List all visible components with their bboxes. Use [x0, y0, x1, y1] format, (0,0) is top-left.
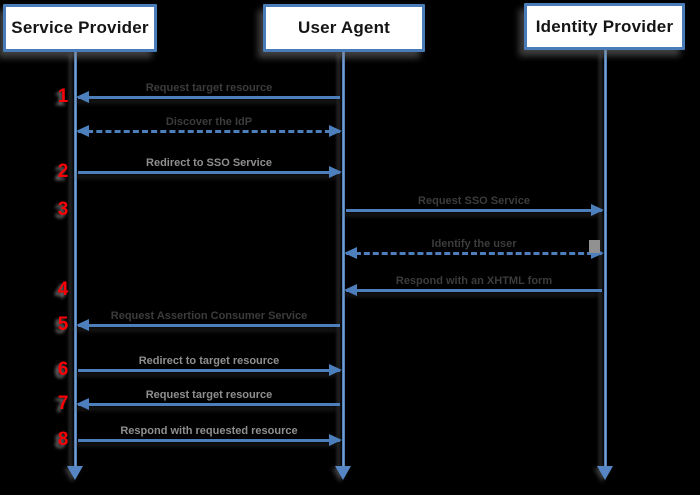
- lifeline-arrowhead-icon: [67, 466, 83, 480]
- arrowhead-left-icon: [76, 91, 89, 103]
- message-line: [346, 209, 602, 212]
- message-identify-the-user: Identify the user: [344, 238, 604, 259]
- message-label: Redirect to target resource: [138, 355, 280, 367]
- arrowhead-right-icon: [591, 204, 604, 216]
- message-line: [78, 324, 340, 327]
- message-label: Identify the user: [431, 238, 517, 250]
- step-number-8: 8: [57, 429, 69, 450]
- lifeline-arrowhead-icon: [335, 466, 351, 480]
- message-label: Discover the IdP: [165, 116, 253, 128]
- arrowhead-left-icon: [76, 125, 89, 137]
- message-line: [78, 130, 340, 133]
- lifeline-service-provider: [73, 50, 77, 466]
- message-request-sso-service: Request SSO Service: [346, 195, 604, 216]
- message-redirect-to-target-resource: Redirect to target resource: [78, 355, 342, 376]
- message-label: Redirect to SSO Service: [146, 157, 272, 169]
- lifeline-user-agent: [341, 50, 345, 466]
- step-number-1: 1: [57, 86, 69, 107]
- actor-label: Service Provider: [11, 18, 149, 37]
- actor-box-user-agent: User Agent: [263, 4, 425, 52]
- message-label: Request target resource: [145, 82, 273, 94]
- actor-label: User Agent: [297, 18, 391, 37]
- arrowhead-left-icon: [76, 319, 89, 331]
- message-line: [346, 252, 602, 255]
- message-redirect-to-sso-service: Redirect to SSO Service: [78, 157, 342, 178]
- arrowhead-right-icon: [329, 125, 342, 137]
- arrowhead-left-icon: [76, 398, 89, 410]
- message-request-assertion-consumer: Request Assertion Consumer Service: [76, 310, 340, 331]
- arrowhead-right-icon: [329, 166, 342, 178]
- step-number-7: 7: [57, 393, 69, 414]
- arrowhead-left-icon: [344, 247, 357, 259]
- arrowhead-right-icon: [329, 434, 342, 446]
- lifeline-arrowhead-icon: [597, 466, 613, 480]
- message-respond-with-requested-resource: Respond with requested resource: [78, 425, 342, 446]
- message-line: [78, 439, 340, 442]
- step-number-2: 2: [57, 161, 69, 182]
- message-line: [346, 289, 602, 292]
- actor-label: Identity Provider: [535, 16, 674, 36]
- message-line: [78, 171, 340, 174]
- arrowhead-left-icon: [344, 284, 357, 296]
- message-line: [78, 96, 340, 99]
- message-label: Request target resource: [145, 389, 273, 401]
- message-request-target-resource-1: Request target resource: [76, 82, 340, 103]
- step-number-3: 3: [57, 199, 69, 220]
- message-label: Request SSO Service: [418, 195, 530, 207]
- actor-box-identity-provider: Identity Provider: [524, 3, 685, 50]
- arrowhead-right-icon: [329, 364, 342, 376]
- step-number-4: 4: [57, 279, 69, 300]
- message-line: [78, 403, 340, 406]
- message-request-target-resource-2: Request target resource: [76, 389, 340, 410]
- message-line: [78, 369, 340, 372]
- lifeline-identity-provider: [603, 50, 607, 466]
- step-number-6: 6: [57, 359, 69, 380]
- step-number-5: 5: [57, 314, 69, 335]
- message-label: Respond with an XHTML form: [395, 275, 553, 287]
- message-label: Request Assertion Consumer Service: [110, 310, 308, 322]
- note-marker: [589, 240, 600, 253]
- message-label: Respond with requested resource: [120, 425, 298, 437]
- message-respond-with-xhtml-form: Respond with an XHTML form: [344, 275, 602, 296]
- actor-box-service-provider: Service Provider: [3, 4, 157, 52]
- message-discover-the-idp: Discover the IdP: [76, 116, 342, 137]
